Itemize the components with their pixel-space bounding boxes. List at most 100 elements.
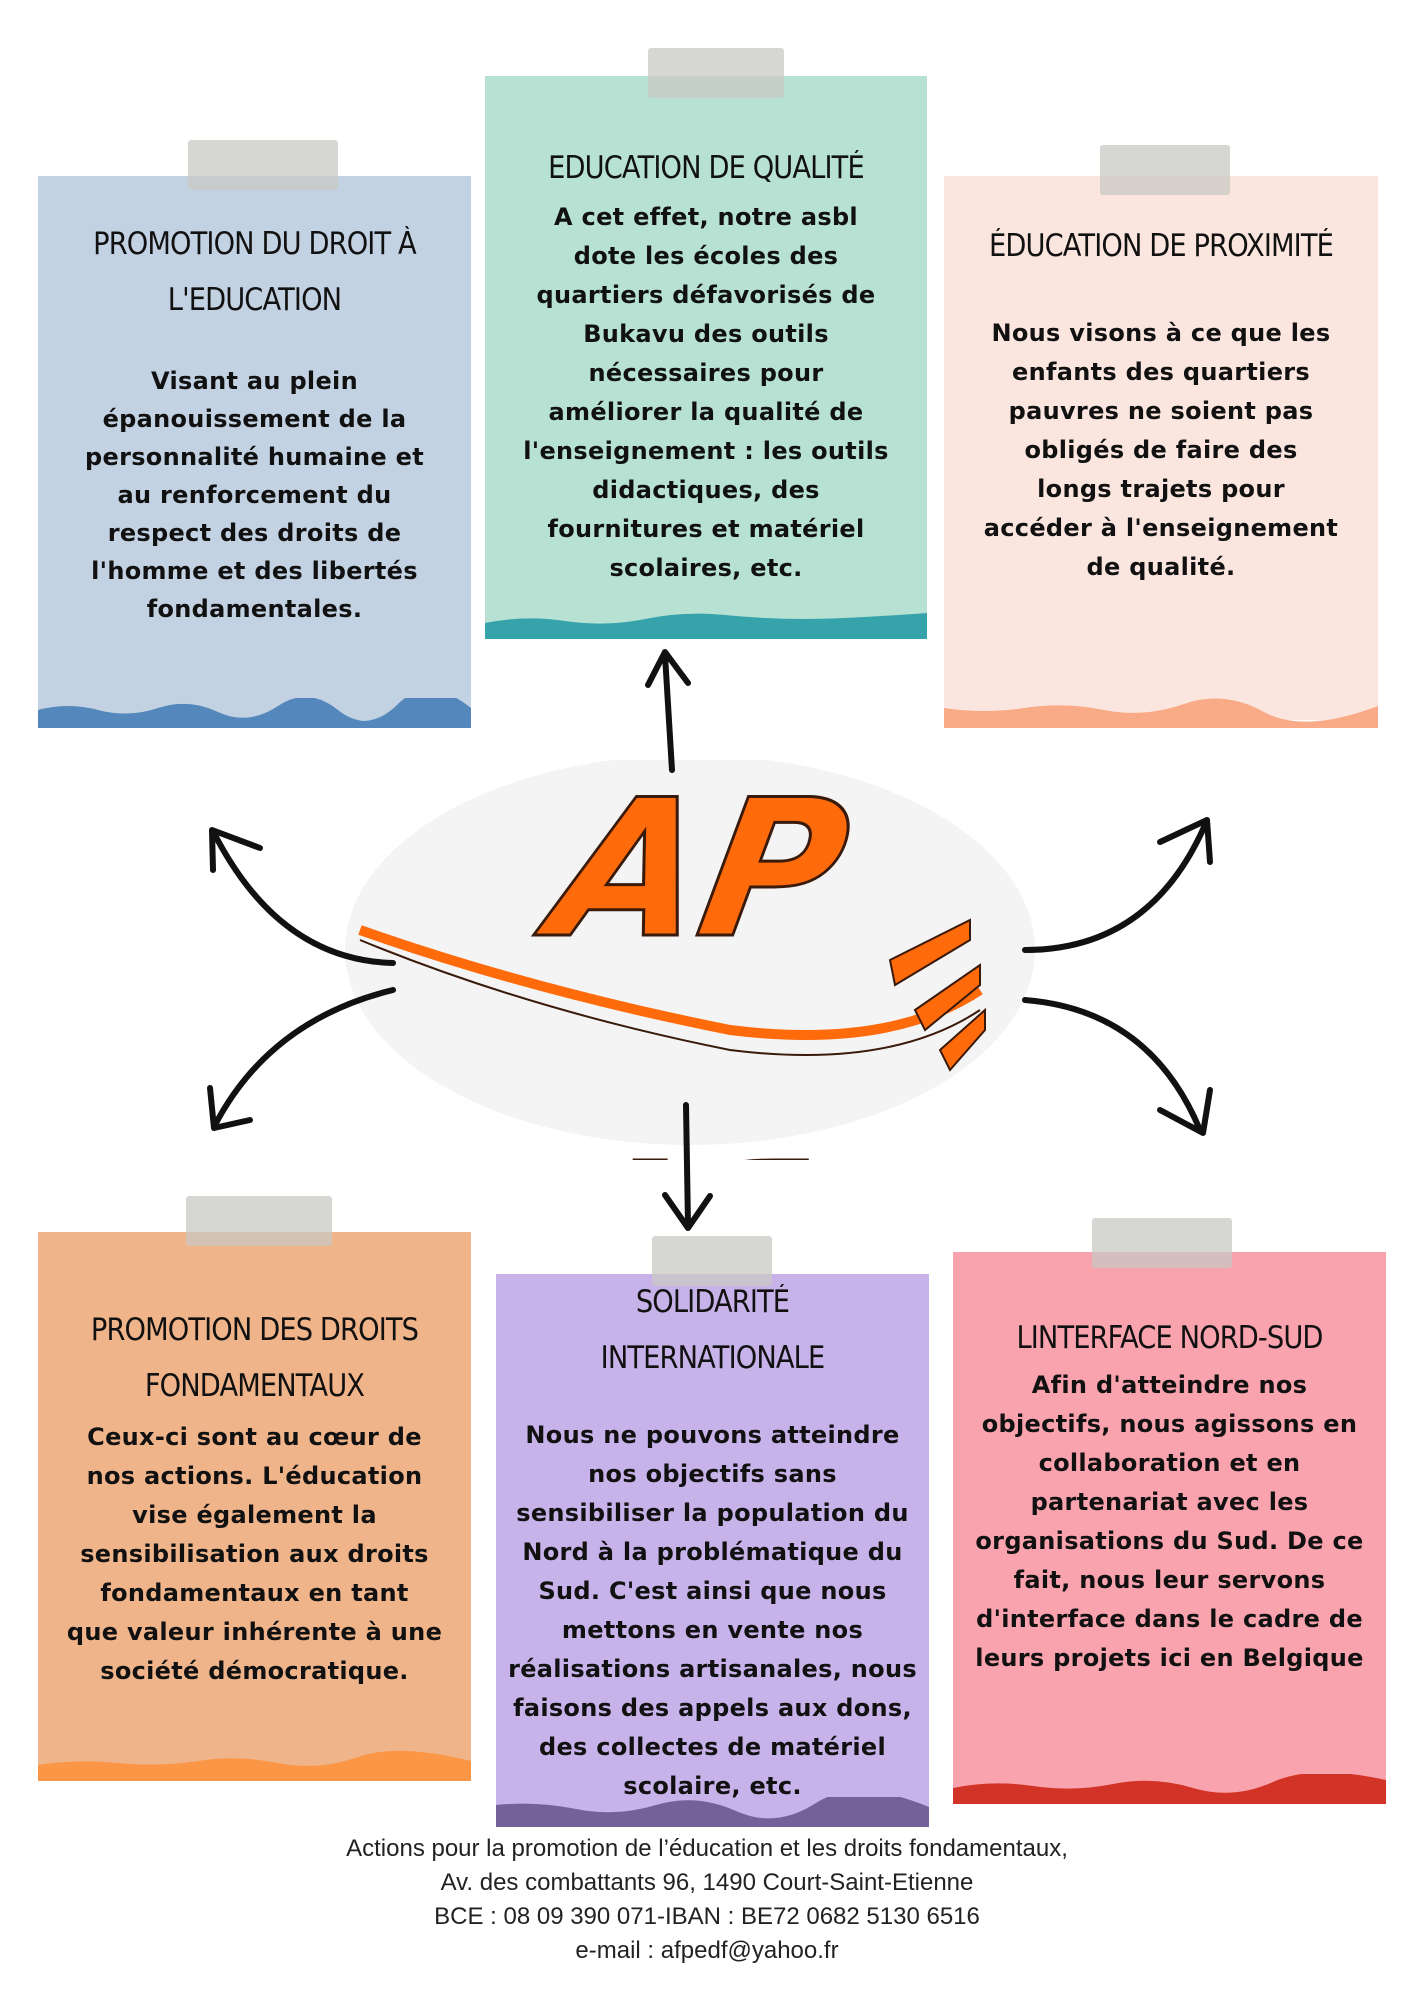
note-title: SOLIDARITÉ INTERNATIONALE	[522, 1274, 903, 1386]
body-line: sensibiliser la population du	[516, 1499, 909, 1527]
body-line: respect des droits de	[107, 519, 402, 547]
body-line: Visant au plein	[151, 367, 358, 395]
body-line: Nord à la problématique du	[522, 1538, 903, 1566]
body-line: vise également la	[132, 1501, 377, 1529]
body-line: pauvres ne soient pas	[1008, 397, 1314, 425]
note-education-qualite: EDUCATION DE QUALITÉ A cet effet, notre …	[485, 76, 927, 639]
torn-edge	[953, 1774, 1386, 1804]
body-line: des collectes de matériel	[539, 1733, 886, 1761]
logo: AP DP	[345, 760, 1035, 1160]
title-line: ÉDUCATION DE PROXIMITÉ	[989, 228, 1334, 264]
torn-edge	[38, 1751, 471, 1781]
body-line: nos actions. L'éducation	[86, 1462, 423, 1490]
body-line: Afin d'atteindre nos	[1031, 1371, 1308, 1399]
body-line: nos objectifs sans	[588, 1460, 837, 1488]
title-line: FONDAMENTAUX	[144, 1368, 365, 1404]
body-line: objectifs, nous agissons en	[981, 1410, 1358, 1438]
body-line: l'homme et des libertés	[91, 557, 418, 585]
title-line: LINTERFACE NORD-SUD	[1016, 1320, 1323, 1356]
arrow-lower-left	[207, 987, 396, 1131]
body-line: scolaire, etc.	[623, 1772, 802, 1800]
footer-address: Av. des combattants 96, 1490 Court-Saint…	[440, 1869, 974, 1896]
body-line: au renforcement du	[117, 481, 392, 509]
body-line: obligés de faire des	[1024, 436, 1298, 464]
note-body: A cet effet, notre asbl dote les écoles d…	[485, 198, 927, 588]
note-solidarite-internationale: SOLIDARITÉ INTERNATIONALE Nous ne pouvon…	[496, 1274, 929, 1827]
note-body: Ceux-ci sont au cœur de nos actions. L'éd…	[38, 1418, 471, 1691]
body-line: réalisations artisanales, nous	[508, 1655, 917, 1683]
tape	[186, 1196, 332, 1246]
body-line: personnalité humaine et	[85, 443, 424, 471]
title-line: SOLIDARITÉ INTERNATIONALE	[600, 1284, 826, 1376]
body-line: fondamentales.	[146, 595, 363, 623]
note-title: PROMOTION DU DROIT À L'EDUCATION	[64, 216, 445, 328]
arrow-upper-left	[209, 827, 396, 966]
footer-bank-info: BCE : 08 09 390 071-IBAN : BE72 0682 513…	[434, 1903, 980, 1930]
body-line: A cet effet, notre asbl	[554, 203, 858, 231]
body-line: de qualité.	[1086, 553, 1236, 581]
body-line: partenariat avec les	[1030, 1488, 1309, 1516]
torn-edge	[38, 698, 471, 728]
torn-edge	[944, 698, 1378, 728]
tape	[648, 48, 784, 98]
body-line: d'interface dans le cadre de	[976, 1605, 1363, 1633]
note-education-proximite: ÉDUCATION DE PROXIMITÉ Nous visons à ce …	[944, 176, 1378, 728]
note-title: ÉDUCATION DE PROXIMITÉ	[970, 218, 1352, 274]
body-line: épanouissement de la	[102, 405, 407, 433]
body-line: didactiques, des	[592, 476, 820, 504]
note-title: PROMOTION DES DROITS FONDAMENTAUX	[64, 1302, 445, 1414]
body-line: Ceux-ci sont au cœur de	[87, 1423, 422, 1451]
body-line: accéder à l'enseignement	[983, 514, 1339, 542]
arrow-up	[645, 649, 691, 773]
title-line: PROMOTION DU DROIT À	[93, 226, 417, 262]
arrow-upper-right	[1022, 817, 1213, 953]
body-line: société démocratique.	[100, 1657, 409, 1685]
torn-edge	[496, 1797, 929, 1827]
logo-bottom-letters: DP	[557, 1119, 823, 1160]
body-line: sensibilisation aux droits	[80, 1540, 429, 1568]
body-line: Nous ne pouvons atteindre	[525, 1421, 900, 1449]
body-line: Bukavu des outils	[583, 320, 829, 348]
body-line: enfants des quartiers	[1012, 358, 1310, 386]
torn-edge	[485, 613, 927, 639]
tape	[1092, 1218, 1232, 1268]
note-body: Visant au plein épanouissement de la perso…	[38, 362, 471, 628]
note-promotion-droits-fondamentaux: PROMOTION DES DROITS FONDAMENTAUX Ceux-ci…	[38, 1232, 471, 1781]
footer-organization: Actions pour la promotion de l’éducation…	[346, 1835, 1068, 1862]
body-line: fait, nous leur servons	[1013, 1566, 1326, 1594]
note-body: Nous ne pouvons atteindre nos objectifs s…	[496, 1416, 929, 1806]
body-line: faisons des appels aux dons,	[513, 1694, 912, 1722]
title-line: PROMOTION DES DROITS	[90, 1312, 419, 1348]
note-title: LINTERFACE NORD-SUD	[979, 1310, 1360, 1366]
body-line: Nous visons à ce que les	[991, 319, 1331, 347]
arrow-lower-right	[1022, 997, 1213, 1136]
body-line: dote les écoles des	[573, 242, 839, 270]
body-line: fondamentaux en tant	[100, 1579, 409, 1607]
body-line: scolaires, etc.	[609, 554, 803, 582]
body-line: améliorer la qualité de	[548, 398, 864, 426]
body-line: mettons en vente nos	[561, 1616, 864, 1644]
tape	[652, 1236, 772, 1286]
body-line: Sud. C'est ainsi que nous	[538, 1577, 887, 1605]
footer-email[interactable]: e-mail : afpedf@yahoo.fr	[575, 1937, 839, 1964]
note-interface-nord-sud: LINTERFACE NORD-SUD Afin d'atteindre nos…	[953, 1252, 1386, 1804]
body-line: fournitures et matériel	[547, 515, 865, 543]
tape	[188, 140, 338, 190]
logo-top-letters: AP	[525, 760, 863, 981]
body-line: nécessaires pour	[588, 359, 824, 387]
footer: Actions pour la promotion de l’éducation…	[0, 1832, 1414, 1968]
body-line: leurs projets ici en Belgique	[975, 1644, 1364, 1672]
tape	[1100, 145, 1230, 195]
body-line: organisations du Sud. De ce	[975, 1527, 1364, 1555]
title-line: L'EDUCATION	[167, 282, 342, 318]
note-body: Afin d'atteindre nos objectifs, nous agis…	[953, 1366, 1386, 1678]
body-line: que valeur inhérente à une	[66, 1618, 443, 1646]
note-promotion-droit-education: PROMOTION DU DROIT À L'EDUCATION Visant a…	[38, 176, 471, 728]
body-line: l'enseignement : les outils	[523, 437, 889, 465]
body-line: longs trajets pour	[1037, 475, 1285, 503]
body-line: quartiers défavorisés de	[536, 281, 876, 309]
note-body: Nous visons à ce que les enfants des quar…	[944, 314, 1378, 587]
title-line: EDUCATION DE QUALITÉ	[548, 150, 865, 186]
body-line: collaboration et en	[1038, 1449, 1301, 1477]
